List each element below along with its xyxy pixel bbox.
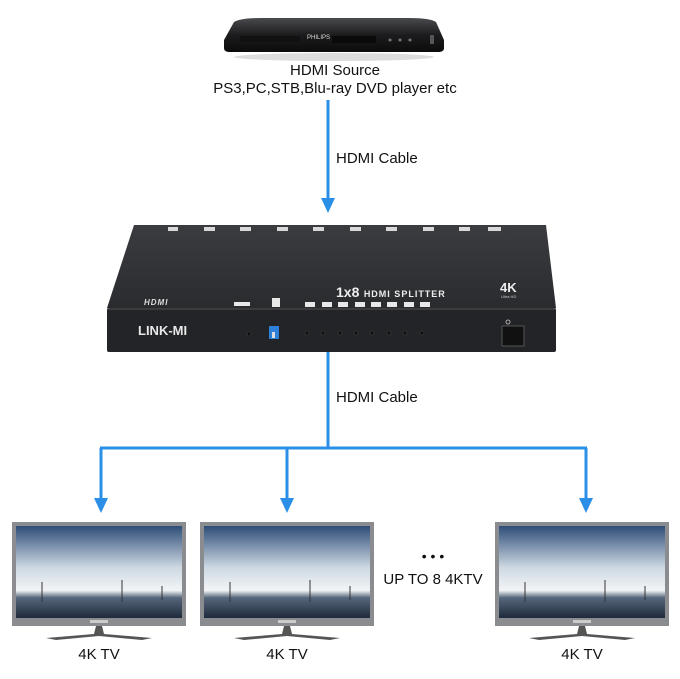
ultra-hd-text: Ultra HD (501, 294, 517, 299)
arrowhead-icon (280, 498, 294, 513)
brand-logo: LINK-MI (138, 323, 188, 338)
tv-2 (200, 522, 374, 642)
ellipsis: • • • (421, 548, 445, 564)
cable-label-bottom: HDMI Cable (336, 389, 418, 406)
tv-3-label: 4K TV (561, 646, 603, 663)
4k-badge: 4K (500, 280, 517, 295)
tv-1 (12, 522, 186, 642)
dvd-player-image: PHILIPS (220, 16, 448, 62)
more-displays-note: UP TO 8 4KTV (383, 571, 483, 588)
splitter-model-label: 1x8 HDMI SPLITTER (336, 284, 446, 300)
hdmi-logo: HDMI (144, 298, 169, 307)
tv-1-label: 4K TV (78, 646, 120, 663)
source-subtitle: PS3,PC,STB,Blu-ray DVD player etc (213, 80, 457, 97)
arrowhead-icon (94, 498, 108, 513)
cable-label-top: HDMI Cable (336, 150, 418, 167)
tv-2-label: 4K TV (266, 646, 308, 663)
hdmi-splitter-device: 1x8 HDMI SPLITTER 4K Ultra HD HDMI LINK-… (104, 222, 560, 354)
source-title: HDMI Source (289, 62, 381, 79)
arrowhead-icon (579, 498, 593, 513)
tv-3 (495, 522, 669, 642)
dvd-brand-logo: PHILIPS (307, 35, 331, 41)
power-switch-icon (501, 325, 525, 347)
arrowhead-icon (321, 198, 335, 213)
